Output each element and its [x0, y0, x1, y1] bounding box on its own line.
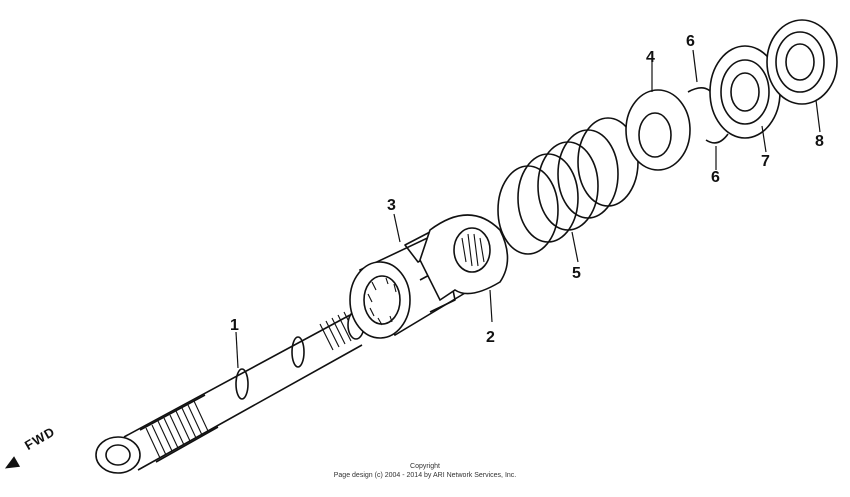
part-7-bearing: [709, 45, 781, 139]
copyright-notice: Page design (c) 2004 - 2014 by ARI Netwo…: [333, 472, 517, 479]
copyright-line: Copyright: [410, 463, 440, 470]
leader-8: [815, 99, 821, 133]
part-2-cam-follower: [419, 214, 509, 302]
leader-3: [393, 213, 401, 243]
callout-6-upper: 6: [686, 33, 695, 50]
leader-5: [571, 231, 579, 263]
part-8-oil-seal: [766, 19, 838, 105]
leader-1: [235, 331, 239, 369]
callout-3: 3: [387, 197, 396, 214]
part-4-spring-seat: [625, 89, 691, 171]
callout-6-lower: 6: [711, 169, 720, 186]
part-1-shaft: [95, 310, 365, 474]
leader-2: [489, 289, 493, 323]
callout-4: 4: [646, 49, 655, 66]
leader-7: [761, 125, 767, 153]
callout-8: 8: [815, 133, 824, 150]
callout-7: 7: [761, 153, 770, 170]
leader-6a: [692, 49, 698, 83]
callout-2: 2: [486, 329, 495, 346]
part-5-spring: [497, 117, 639, 255]
callout-5: 5: [572, 265, 581, 282]
callout-1: 1: [230, 317, 239, 334]
